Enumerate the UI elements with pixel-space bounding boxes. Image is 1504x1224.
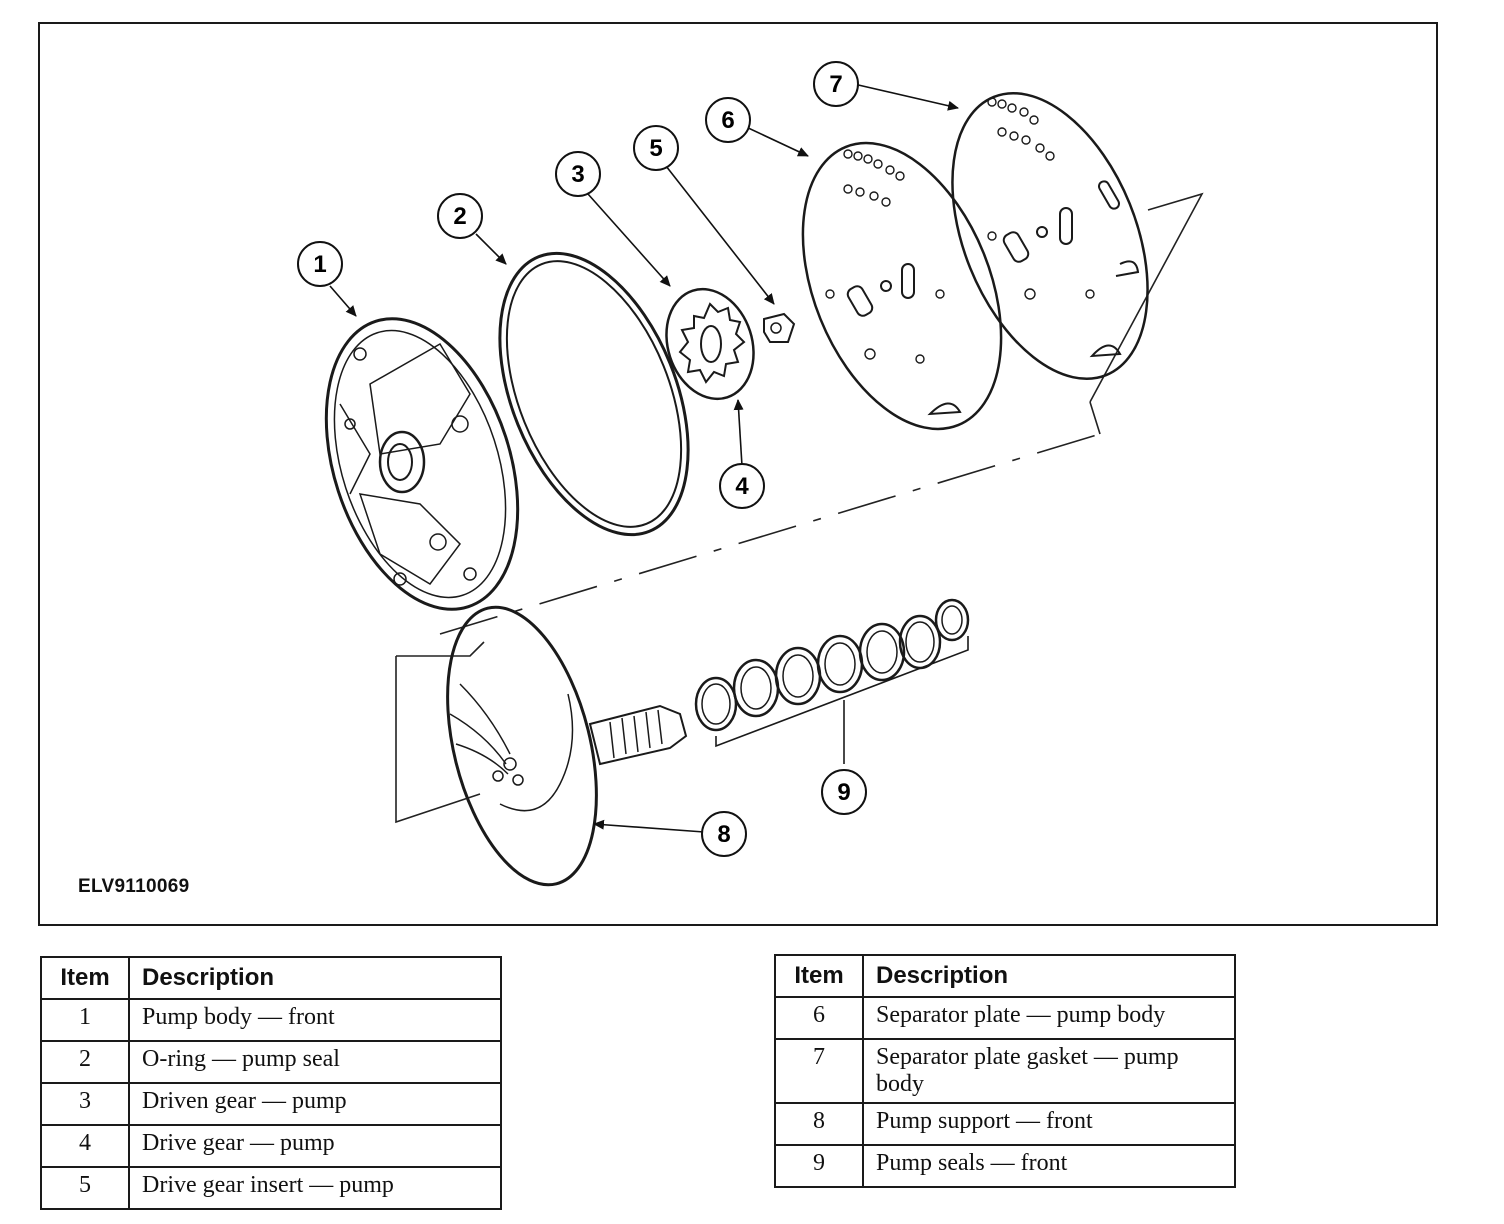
driven-gear-pump	[665, 287, 755, 401]
item-description: Pump seals — front	[862, 1144, 1236, 1188]
callout-2: 2	[437, 193, 483, 239]
table-row: 7 Separator plate gasket — pump body	[774, 1038, 1236, 1104]
table-row: 5 Drive gear insert — pump	[40, 1166, 502, 1210]
svg-text:1: 1	[313, 251, 326, 278]
item-number: 9	[774, 1144, 864, 1188]
table-row: 2 O-ring — pump seal	[40, 1040, 502, 1084]
legend-table-right: Item Description 6 Separator plate — pum…	[774, 954, 1236, 1188]
item-number: 2	[40, 1040, 130, 1084]
table-row: 9 Pump seals — front	[774, 1144, 1236, 1188]
item-description: Drive gear — pump	[128, 1124, 502, 1168]
table-row: 1 Pump body — front	[40, 998, 502, 1042]
svg-text:5: 5	[649, 135, 662, 162]
svg-text:8: 8	[717, 821, 730, 848]
svg-text:6: 6	[721, 107, 734, 134]
table-row: 8 Pump support — front	[774, 1102, 1236, 1146]
legend-table-left: Item Description 1 Pump body — front 2 O…	[40, 956, 502, 1210]
callout-3: 3	[555, 151, 601, 197]
table-row: 4 Drive gear — pump	[40, 1124, 502, 1168]
column-header-item: Item	[774, 954, 864, 998]
column-header-description: Description	[862, 954, 1236, 998]
item-description: Pump support — front	[862, 1102, 1236, 1146]
table-row: 3 Driven gear — pump	[40, 1082, 502, 1126]
callouts: 1 2 3 4 5 6 7 8	[297, 61, 867, 857]
callout-6: 6	[705, 97, 751, 143]
separator-plate-gasket-pump-body	[951, 91, 1149, 381]
assembly-centerline	[395, 192, 1204, 824]
item-number: 3	[40, 1082, 130, 1126]
item-number: 8	[774, 1102, 864, 1146]
svg-text:4: 4	[735, 473, 749, 500]
callout-1: 1	[297, 241, 343, 287]
item-description: Drive gear insert — pump	[128, 1166, 502, 1210]
pump-exploded-view: 1 2 3 4 5 6 7 8	[297, 61, 1204, 887]
item-description: Separator plate — pump body	[862, 996, 1236, 1040]
svg-text:9: 9	[837, 779, 850, 806]
item-number: 7	[774, 1038, 864, 1104]
svg-text:2: 2	[453, 203, 466, 230]
callout-9: 9	[821, 769, 867, 815]
pump-seals-front	[694, 598, 970, 764]
svg-text:3: 3	[571, 161, 584, 188]
separator-plate-pump-body	[801, 141, 1003, 431]
column-header-item: Item	[40, 956, 130, 1000]
item-description: O-ring — pump seal	[128, 1040, 502, 1084]
pump-body-front	[324, 317, 520, 611]
drive-gear-insert-pump	[763, 312, 796, 343]
svg-text:7: 7	[829, 71, 842, 98]
o-ring-pump-seal	[498, 251, 690, 537]
callout-4: 4	[719, 463, 765, 509]
callout-8: 8	[701, 811, 747, 857]
column-header-description: Description	[128, 956, 502, 1000]
item-number: 1	[40, 998, 130, 1042]
table-row: 6 Separator plate — pump body	[774, 996, 1236, 1040]
drive-gear-pump	[700, 325, 722, 363]
item-description: Separator plate gasket — pump body	[862, 1038, 1236, 1104]
callout-5: 5	[633, 125, 679, 171]
figure-reference-id: ELV9110069	[78, 876, 190, 897]
leader-lines	[329, 83, 959, 833]
pump-support-front	[446, 605, 688, 887]
item-description: Pump body — front	[128, 998, 502, 1042]
item-number: 5	[40, 1166, 130, 1210]
item-description: Driven gear — pump	[128, 1082, 502, 1126]
item-number: 4	[40, 1124, 130, 1168]
item-number: 6	[774, 996, 864, 1040]
exploded-diagram: 1 2 3 4 5 6 7 8	[38, 22, 1438, 926]
callout-7: 7	[813, 61, 859, 107]
